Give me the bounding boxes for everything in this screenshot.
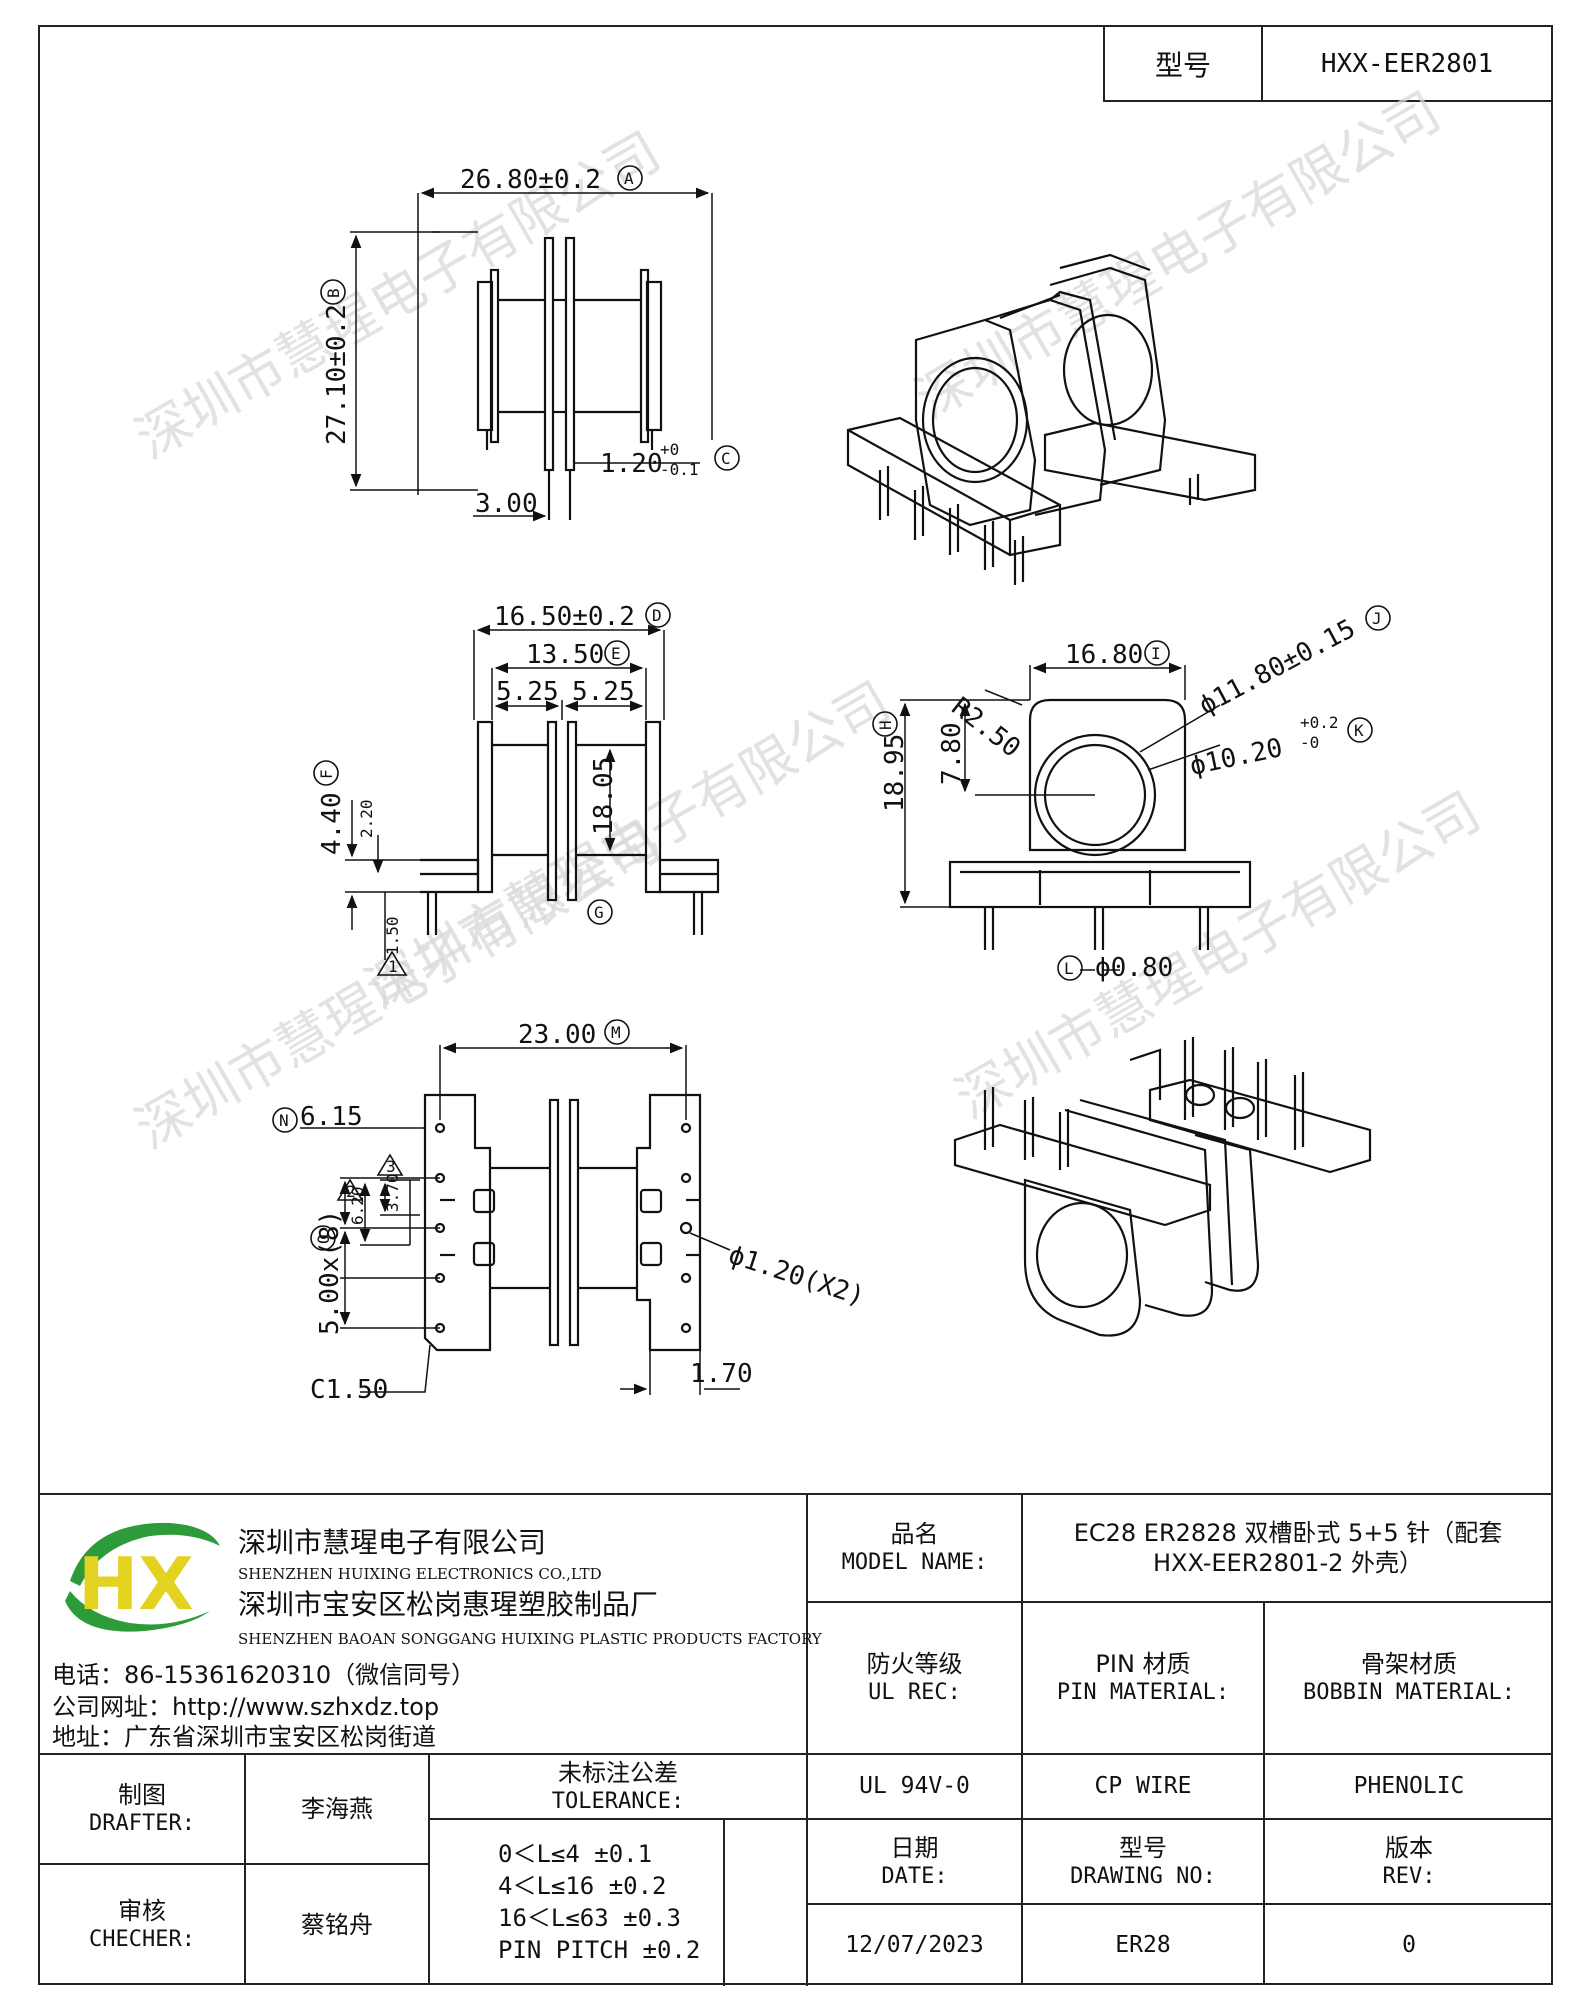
tolerance-item: 16＜L≤63 ±0.3	[498, 1904, 681, 1932]
rev-value-cell: 0	[1265, 1905, 1553, 1985]
tolerance-list-frame	[430, 1820, 808, 1986]
drawing-no-label-cell: 型号 DRAWING NO:	[1023, 1820, 1265, 1905]
bobbin-material-label-cell: 骨架材质 BOBBIN MATERIAL:	[1265, 1603, 1553, 1755]
rev-value: 0	[1402, 1931, 1416, 1958]
fire-rating-value: UL 94V-0	[859, 1773, 970, 1800]
drawing-no-label-cn: 型号	[1119, 1833, 1167, 1862]
date-value: 12/07/2023	[845, 1931, 984, 1958]
company-info: HX 深圳市慧瑆电子有限公司 SHENZHEN HUIXING ELECTRON…	[40, 1495, 822, 1755]
tolerance-label-cell: 未标注公差 TOLERANCE:	[430, 1755, 808, 1820]
drafter-label-en: DRAFTER:	[89, 1811, 195, 1837]
checker-label-cell: 审核 CHECHER:	[40, 1865, 246, 1985]
pin-material-label-en: PIN MATERIAL:	[1056, 1680, 1230, 1706]
company-website: 公司网址：http://www.szhxdz.top	[52, 1693, 440, 1721]
drafter-label-cell: 制图 DRAFTER:	[40, 1755, 246, 1865]
rev-label-cell: 版本 REV:	[1265, 1820, 1553, 1905]
bobbin-material-value: PHENOLIC	[1353, 1773, 1465, 1800]
company-address: 地址：广东省深圳市宝安区松岗街道	[52, 1723, 436, 1751]
rev-label-cn: 版本	[1385, 1833, 1433, 1862]
fire-rating-value-cell: UL 94V-0	[808, 1755, 1023, 1820]
date-label-en: DATE:	[881, 1863, 948, 1889]
model-box: 型号 HXX-EER2801	[1103, 25, 1553, 102]
drawing-no-value-cell: ER28	[1023, 1905, 1265, 1985]
tolerance-item: 4＜L≤16 ±0.2	[498, 1872, 667, 1901]
date-label-cn: 日期	[890, 1833, 939, 1862]
title-block: HX 深圳市慧瑆电子有限公司 SHENZHEN HUIXING ELECTRON…	[38, 1493, 1553, 1986]
tolerance-item: PIN PITCH ±0.2	[498, 1935, 701, 1964]
model-name-value-line2: HXX-EER2801-2 外壳）	[1152, 1549, 1424, 1577]
drawing-no-label-en: DRAWING NO:	[1070, 1863, 1216, 1889]
rev-label-en: REV:	[1382, 1863, 1436, 1889]
bobbin-material-label-cn: 骨架材质	[1361, 1650, 1457, 1679]
pin-material-label-cn: PIN 材质	[1095, 1650, 1191, 1679]
model-name-label-cn: 品名	[890, 1520, 939, 1549]
tolerance-item: 0＜L≤4 ±0.1	[498, 1840, 653, 1869]
drafter-name: 李海燕	[301, 1795, 373, 1823]
factory-name-en: SHENZHEN BAOAN SONGGANG HUIXING PLASTIC …	[238, 1630, 822, 1648]
bobbin-material-value-cell: PHENOLIC	[1265, 1755, 1553, 1820]
checker-name: 蔡铭舟	[301, 1911, 373, 1939]
date-value-cell: 12/07/2023	[808, 1905, 1023, 1985]
model-value: HXX-EER2801	[1320, 48, 1494, 79]
drafter-label-cn: 制图	[118, 1781, 166, 1810]
drafter-name-cell: 李海燕	[246, 1755, 430, 1865]
model-name-label-en: MODEL NAME:	[841, 1550, 988, 1576]
date-label-cell: 日期 DATE:	[808, 1820, 1023, 1905]
company-phone: 电话：86-15361620310（微信同号）	[52, 1661, 476, 1689]
tolerance-label-en: TOLERANCE:	[551, 1788, 685, 1814]
company-name-cn: 深圳市慧瑆电子有限公司	[238, 1526, 547, 1559]
model-name-value-line1: EC28 ER2828 双槽卧式 5+5 针（配套	[1073, 1519, 1503, 1547]
checker-label-cn: 审核	[118, 1897, 166, 1926]
fire-rating-label-cn: 防火等级	[866, 1650, 963, 1679]
bobbin-material-label-en: BOBBIN MATERIAL:	[1303, 1680, 1515, 1706]
factory-name-cn: 深圳市宝安区松岗惠瑆塑胶制品厂	[238, 1588, 659, 1621]
tolerance-label-cn: 未标注公差	[558, 1758, 678, 1787]
model-name-value-cell: EC28 ER2828 双槽卧式 5+5 针（配套 HXX-EER2801-2 …	[1023, 1495, 1553, 1603]
company-logo-icon: HX	[65, 1522, 220, 1632]
logo-letters: HX	[78, 1542, 194, 1626]
model-name-label-cell: 品名 MODEL NAME:	[808, 1495, 1023, 1603]
company-name-en: SHENZHEN HUIXING ELECTRONICS CO.,LTD	[238, 1565, 602, 1583]
pin-material-value-cell: CP WIRE	[1023, 1755, 1265, 1820]
drawing-no-value: ER28	[1115, 1931, 1171, 1958]
fire-rating-label-cell: 防火等级 UL REC:	[808, 1603, 1023, 1755]
pin-material-value: CP WIRE	[1094, 1773, 1192, 1800]
tolerance-list: 0＜L≤4 ±0.1 4＜L≤16 ±0.2 16＜L≤63 ±0.3 PIN …	[430, 1820, 725, 1986]
checker-label-en: CHECHER:	[89, 1927, 195, 1953]
checker-name-cell: 蔡铭舟	[246, 1865, 430, 1985]
fire-rating-label-en: UL REC:	[868, 1680, 961, 1706]
model-label: 型号	[1105, 27, 1263, 100]
pin-material-label-cell: PIN 材质 PIN MATERIAL:	[1023, 1603, 1265, 1755]
